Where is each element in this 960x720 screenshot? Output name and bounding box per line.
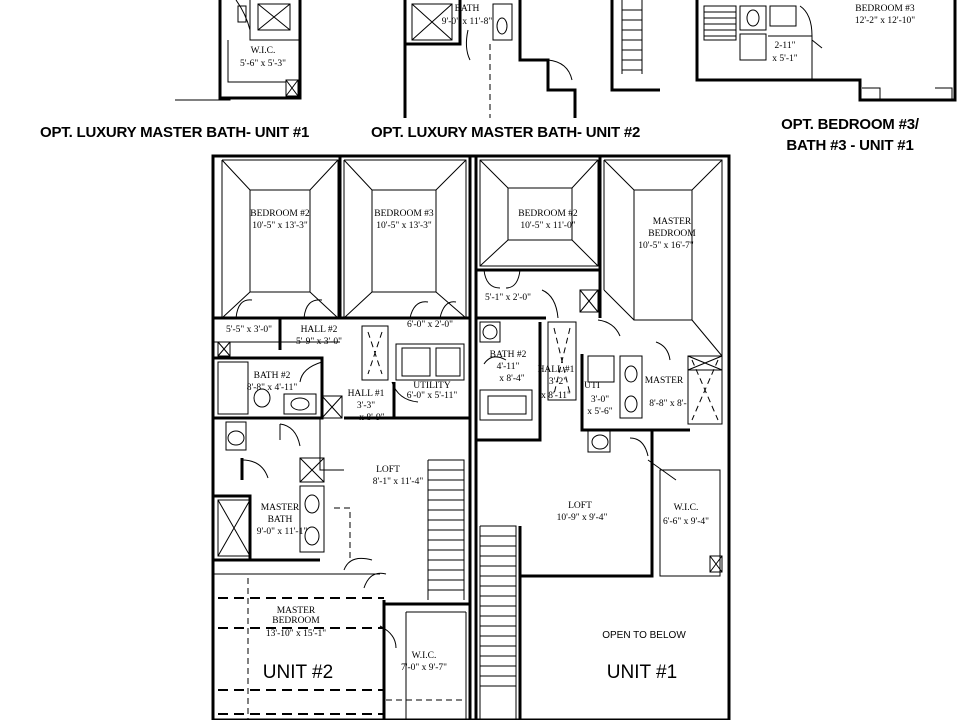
opt-luxury-bath-unit1-plan: W.I.C. 5'-6" x 5'-3" (175, 0, 302, 101)
u2-utility-size: 6'-0" x 5'-11" (407, 391, 458, 401)
u1-bath2-name: BATH #2 (490, 350, 527, 360)
u1-closet-a-size: 5'-1" x 2'-0" (485, 293, 531, 303)
u1-utility-size-b: x 5'-6" (587, 407, 613, 417)
u2-master-bath-name-a: MASTER (261, 503, 300, 513)
opt-bedroom3-unit1-plan: BEDROOM #3 12'-2" x 12'-10" 2-11" x 5'-1… (695, 0, 957, 102)
u2-master-bedroom-name-a: MASTER (277, 606, 316, 616)
u2-wic-name: W.I.C. (412, 651, 437, 661)
u2-closet-a-size: 5'-5" x 3'-0" (226, 325, 272, 335)
u2-master-bedroom-size: 13'-10" x 15'-1" (266, 629, 326, 639)
u2-loft-size: 8'-1" x 11'-4" (373, 477, 424, 487)
u2-bedroom2-size: 10'-5" x 13'-3" (252, 221, 308, 231)
opt-closet-size-a: 2-11" (775, 41, 796, 51)
opt-bedroom3-size: 12'-2" x 12'-10" (855, 16, 915, 26)
caption-opt-bedroom3-line2: BATH #3 - UNIT #1 (786, 137, 914, 154)
opt-wic-name: W.I.C. (251, 46, 276, 56)
u1-hall1-name: HALL #1 (538, 365, 575, 375)
u2-bedroom3-name: BEDROOM #3 (374, 209, 434, 219)
u1-bedroom2-size: 10'-5" x 11'-0" (520, 221, 575, 231)
u2-bath2-name: BATH #2 (254, 371, 291, 381)
u2-hall2-name: HALL #2 (301, 325, 338, 335)
caption-opt-luxury-bath-unit2: OPT. LUXURY MASTER BATH- UNIT #2 (371, 124, 641, 141)
u2-loft-name: LOFT (376, 465, 400, 475)
u1-master-bath-name: MASTER (645, 376, 684, 386)
u1-wic-size: 6'-6" x 9'-4" (663, 517, 709, 527)
caption-opt-bedroom3-unit1: OPT. BEDROOM #3/ BATH #3 - UNIT #1 (750, 114, 950, 156)
u2-bedroom3-size: 10'-5" x 13'-3" (376, 221, 432, 231)
u1-bath2-size-b: x 8'-4" (499, 374, 525, 384)
opt-closet-size-b: x 5'-1" (772, 54, 798, 64)
u1-master-bath-size: 8'-8" x 8'- (649, 399, 686, 409)
opt-bath-name: BATH (455, 4, 480, 14)
u1-open-to-below: OPEN TO BELOW (602, 630, 686, 641)
caption-opt-bedroom3-line1: OPT. BEDROOM #3/ (781, 116, 919, 133)
unit2-plan: BEDROOM #2 10'-5" x 13'-3" BEDROOM #3 10… (211, 156, 470, 720)
opt-bedroom3-name: BEDROOM #3 (855, 4, 915, 14)
u2-wic-size: 7'-0" x 9'-7" (401, 663, 447, 673)
u1-bath2-size-a: 4'-11" (497, 362, 520, 372)
u2-hall1-size-b: x 8'-9" (359, 413, 385, 423)
u1-wic-name: W.I.C. (674, 503, 699, 513)
u1-master-bedroom-name-b: BEDROOM (648, 229, 696, 239)
u2-hall1-name: HALL #1 (348, 389, 385, 399)
u2-bedroom2-name: BEDROOM #2 (250, 209, 310, 219)
u2-utility-name: UTILITY (413, 381, 451, 391)
opt-luxury-bath-unit2-plan: BATH 9'-0" x 11'-8" (403, 0, 660, 118)
u2-hall1-size-a: 3'-3" (357, 401, 375, 411)
u2-closet-b-size: 6'-0" x 2'-0" (407, 320, 453, 330)
u1-hall1-size-a: 3'-2" (549, 377, 567, 387)
unit1-label: UNIT #1 (607, 662, 677, 683)
unit2-label: UNIT #2 (263, 662, 333, 683)
u1-bedroom2-name: BEDROOM #2 (518, 209, 578, 219)
u1-utility-name: UTI (584, 381, 600, 391)
caption-opt-luxury-bath-unit1: OPT. LUXURY MASTER BATH- UNIT #1 (40, 124, 310, 141)
u2-hall2-size: 5'-9" x 3'-0" (296, 337, 342, 347)
u1-utility-size-a: 3'-0" (591, 395, 609, 405)
u1-master-bedroom-name-a: MASTER (653, 217, 692, 227)
u2-master-bedroom-name-b: BEDROOM (272, 616, 320, 626)
u1-master-bedroom-size: 10'-5" x 16'-7" (638, 241, 694, 251)
u1-loft-size: 10'-9" x 9'-4" (557, 513, 608, 523)
unit1-plan: BEDROOM #2 10'-5" x 11'-0" MASTER BEDROO… (476, 156, 723, 720)
u1-hall1-size-b: x 8'-11" (541, 391, 571, 401)
opt-wic-size: 5'-6" x 5'-3" (240, 59, 286, 69)
opt-bath-size: 9'-0" x 11'-8" (442, 17, 493, 27)
u2-bath2-size: 8'-8" x 4'-11" (247, 383, 298, 393)
u2-master-bath-name-b: BATH (268, 515, 293, 525)
u1-loft-name: LOFT (568, 501, 592, 511)
u2-master-bath-size: 9'-0" x 11'-1" (257, 527, 308, 537)
